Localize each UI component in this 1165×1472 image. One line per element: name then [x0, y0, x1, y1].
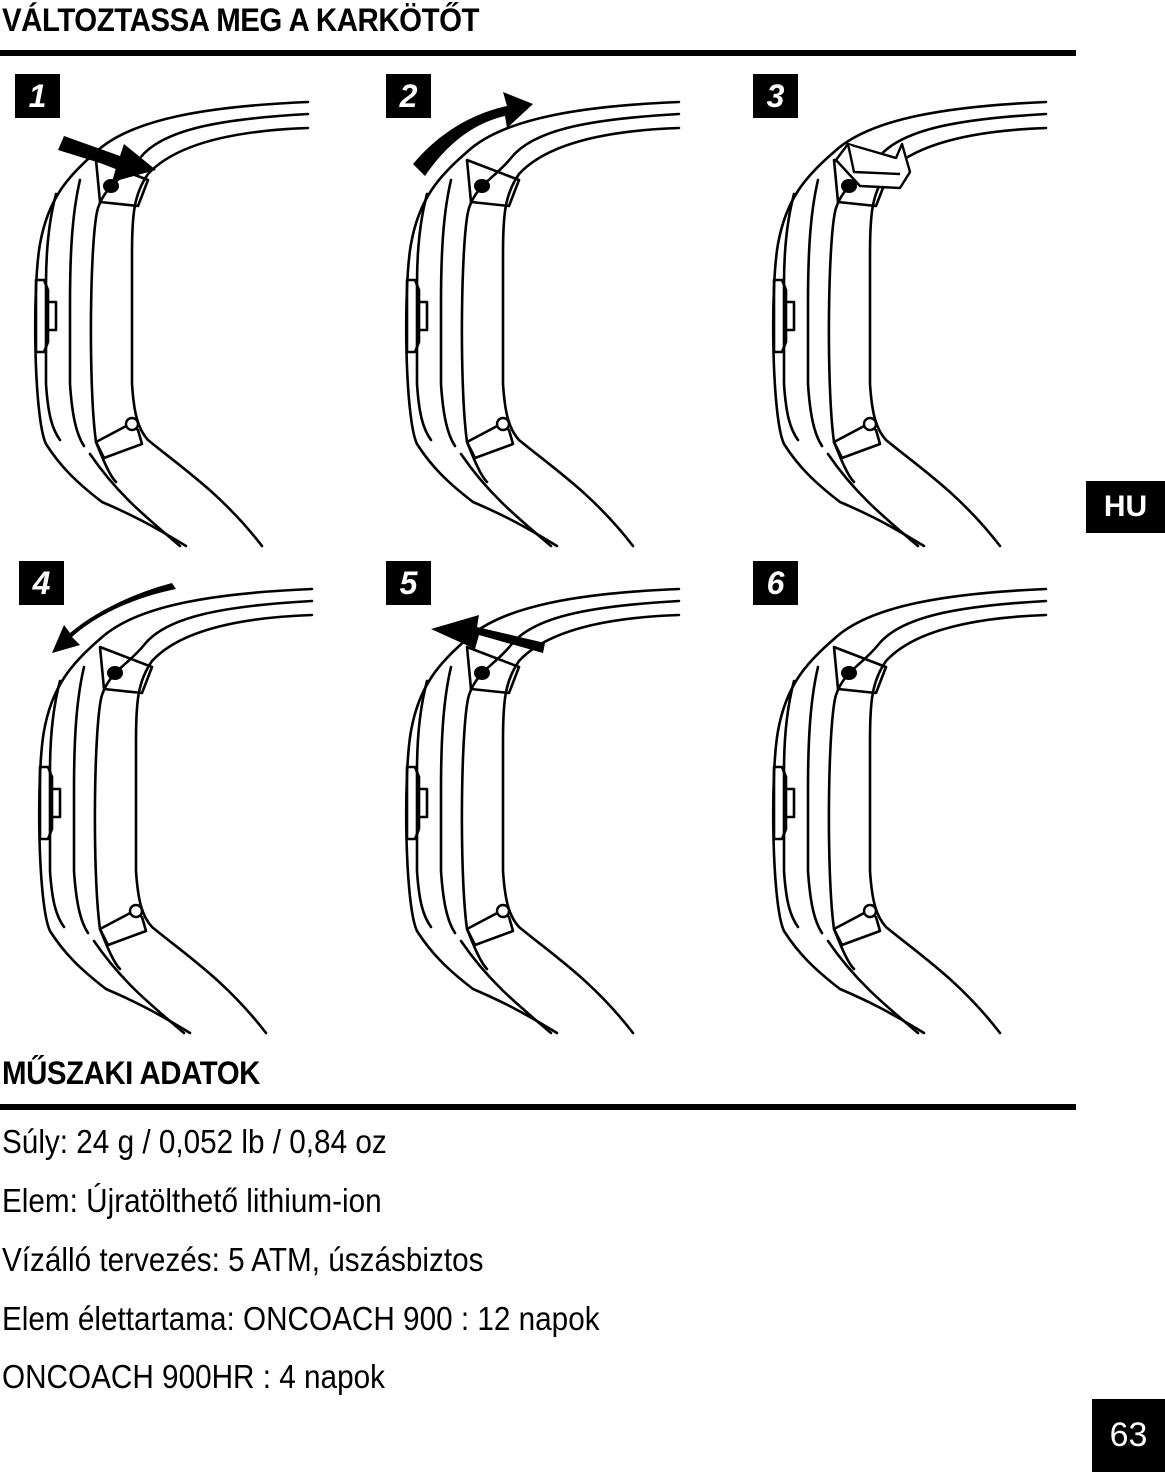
spec-battery: Elem: Újratölthető lithium-ion [2, 1182, 382, 1219]
spec-battery-life-900: Elem élettartama: ONCOACH 900 : 12 napok [2, 1300, 600, 1337]
band-illustration-5 [404, 587, 681, 1035]
step-panel-3: 3 [750, 74, 1090, 548]
specs-title: MŰSZAKI ADATOK [2, 1055, 260, 1091]
band-illustration-1 [33, 100, 310, 548]
step-number-3: 3 [753, 74, 798, 118]
step-number-1: 1 [15, 74, 60, 118]
step-panel-4: 4 [16, 561, 356, 1035]
page-number: 63 [1092, 1399, 1165, 1472]
step-number-5: 5 [386, 561, 431, 605]
step-number-6: 6 [753, 561, 798, 605]
title-rule [0, 50, 1076, 56]
step-panel-1: 1 [12, 74, 352, 548]
band-illustration-6 [771, 587, 1048, 1035]
step-panel-2: 2 [383, 74, 723, 548]
step-panel-5: 5 [383, 561, 723, 1035]
band-illustration-2 [404, 92, 681, 548]
band-change-title: VÁLTOZTASSA MEG A KARKÖTŐT [2, 2, 480, 38]
band-illustration-4 [37, 583, 314, 1035]
band-illustration-3 [771, 100, 1048, 548]
spec-weight: Súly: 24 g / 0,052 lb / 0,84 oz [2, 1123, 387, 1160]
spec-battery-life-900hr: ONCOACH 900HR : 4 napok [2, 1358, 385, 1395]
spec-water-resistance: Vízálló tervezés: 5 ATM, úszásbiztos [2, 1241, 484, 1278]
step-panel-6: 6 [750, 561, 1090, 1035]
step-number-4: 4 [19, 561, 64, 605]
specs-rule [0, 1104, 1076, 1110]
step-number-2: 2 [386, 74, 431, 118]
language-tab: HU [1086, 481, 1165, 533]
